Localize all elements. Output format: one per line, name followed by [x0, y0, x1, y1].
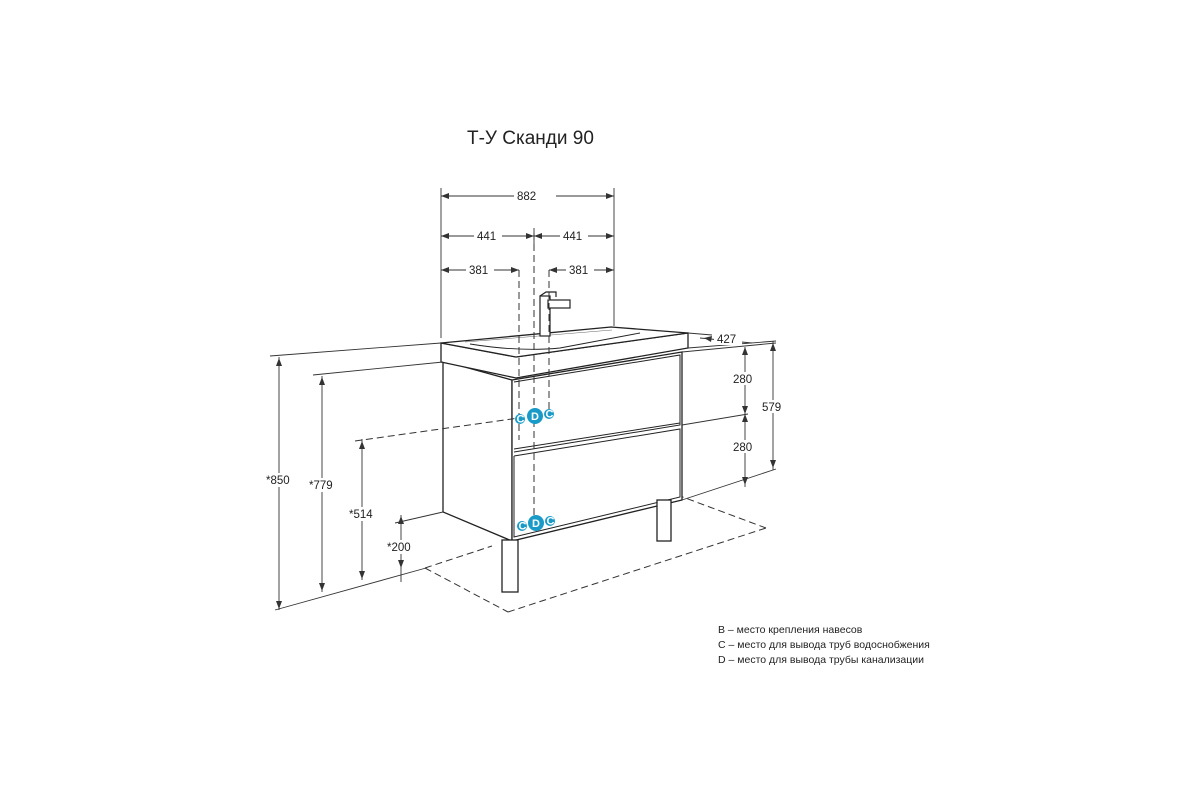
water-outlet-marker-left-label: C: [517, 414, 525, 426]
outlet-markers-lower: C D C: [517, 515, 555, 533]
sewer-outlet-marker-label: D: [531, 411, 539, 423]
width-dimension-arrows: [441, 193, 614, 273]
water-outlet-marker-right: [544, 409, 554, 419]
dim-offset-left: 381: [469, 265, 488, 277]
drawer-top: [513, 354, 681, 453]
dim-overall-height: *850: [266, 475, 290, 487]
faucet: [539, 291, 571, 337]
dim-cabinet-height: 579: [762, 402, 781, 414]
legend-item-sewer-outlet: D – место для вывода трубы канализации: [718, 654, 925, 666]
floor-footprint: [424, 495, 767, 613]
lower-water-outlet-marker-left-label: C: [519, 521, 527, 533]
cabinet-legs: [501, 499, 672, 593]
water-outlet-marker-right-label: C: [546, 409, 554, 421]
lower-sewer-outlet-marker: [528, 515, 544, 531]
drawer-bottom: [513, 428, 681, 538]
left-dimension-arrows: [276, 358, 404, 609]
lower-water-outlet-marker-left: [517, 521, 527, 531]
legend: B – место крепления навесов C – место дл…: [718, 623, 930, 668]
dim-drawer-height-bottom: 280: [733, 442, 752, 454]
cabinet-body: [442, 351, 683, 542]
legend-item-hanging-point: B – место крепления навесов: [718, 624, 863, 636]
lower-water-outlet-marker-right: [545, 516, 555, 526]
right-dimension-arrows: [704, 336, 776, 485]
dim-total-width: 882: [517, 191, 536, 203]
dim-offset-right: 381: [569, 265, 588, 277]
height-reference-lines: [354, 417, 520, 442]
dim-leg-height: *200: [387, 542, 411, 554]
dim-half-width-left: 441: [477, 231, 496, 243]
water-outlet-marker-left: [515, 414, 525, 424]
diagram-title: Т-У Сканди 90: [467, 128, 594, 149]
lower-water-outlet-marker-right-label: C: [547, 516, 555, 528]
dim-height-to-water-outlet: *514: [349, 509, 373, 521]
left-dimension-label-bgs: [264, 473, 419, 554]
dim-drawer-height-top: 280: [733, 374, 752, 386]
dim-depth: 427: [717, 334, 736, 346]
sewer-outlet-marker: [527, 408, 543, 424]
legend-item-water-outlet: C – место для вывода труб водоснобжения: [718, 639, 930, 651]
outlet-markers-upper: C D C: [515, 408, 554, 426]
dim-half-width-right: 441: [563, 231, 582, 243]
outlet-centerlines: [518, 233, 550, 520]
right-dimension-lines: [681, 332, 777, 501]
dim-height-to-hanging-point: *779: [309, 480, 333, 492]
lower-sewer-outlet-marker-label: D: [532, 518, 540, 530]
